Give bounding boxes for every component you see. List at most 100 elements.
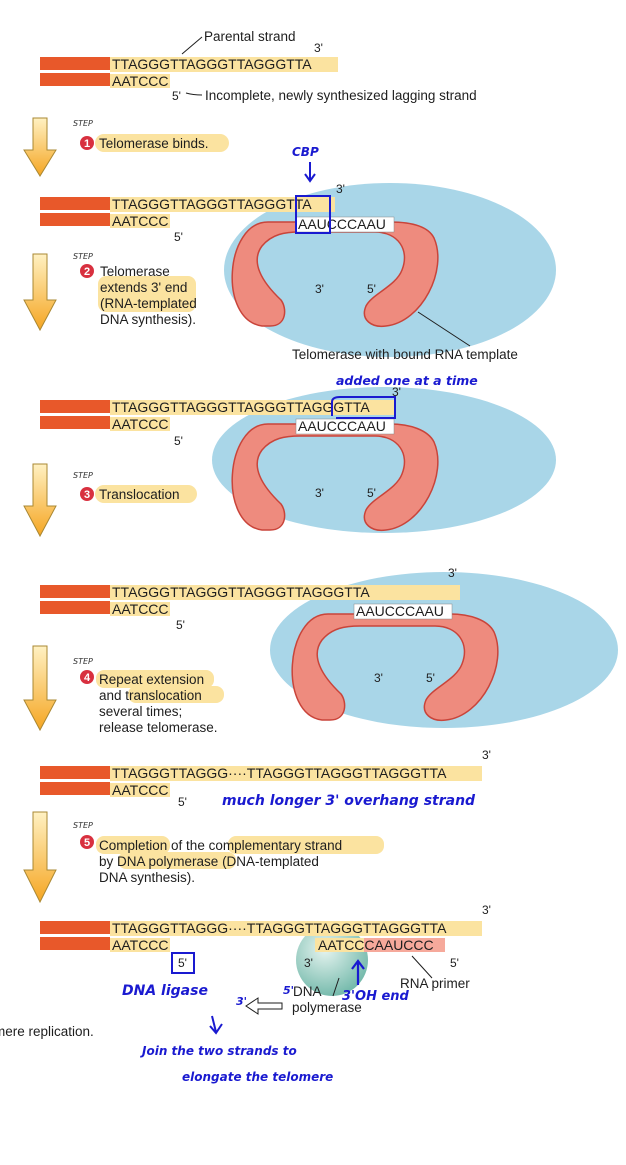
step-5-line-2: by DNA polymerase (DNA-templated (99, 854, 319, 869)
lagging-strand-sequence: AATCCC (112, 601, 169, 617)
step-4-line-1: Repeat extension (99, 672, 204, 687)
step-4-line-3: several times; (99, 704, 182, 719)
sequence-highlight (110, 417, 170, 431)
annotation-arrow-icon (351, 959, 365, 985)
dna-bar (40, 57, 110, 70)
extended-strand-sequence: TTAGGGTTAGGGTTAGGGTTAGGGTTA (112, 584, 370, 600)
stage-6: TTAGGGTTAGGG····TTAGGGTTAGGGTTAGGGTTA AA… (0, 903, 491, 1084)
step-3-text: Translocation (99, 487, 180, 502)
left-arrow-icon (245, 997, 283, 1015)
step-number: 3 (84, 489, 90, 501)
step-number: 5 (84, 837, 90, 849)
rna-three-prime: 3' (315, 282, 324, 296)
rna-primer-highlight (364, 938, 445, 952)
step-highlight (128, 686, 224, 703)
rna-three-prime: 3' (374, 671, 383, 685)
step-number: 2 (84, 266, 90, 278)
step-number: 1 (84, 138, 90, 150)
rna-primer-label: RNA primer (400, 976, 470, 991)
dna-bar (40, 73, 110, 86)
step-highlight (228, 836, 384, 854)
step-highlight (96, 670, 214, 688)
step-number-badge (80, 670, 94, 684)
stage-4: TTAGGGTTAGGGTTAGGGTTAGGGTTA AATCCC 3' 5'… (40, 566, 618, 728)
handwritten-added-note: added one at a time (336, 373, 478, 388)
handwritten-cbp: CBP (292, 145, 319, 159)
dna-bar (40, 197, 110, 210)
sequence-highlight (110, 602, 170, 616)
stage-5: TTAGGGTTAGGG····TTAGGGTTAGGGTTAGGGTTA AA… (40, 748, 491, 809)
step-word: STEP (73, 252, 93, 261)
rna-three-prime: 3' (315, 486, 324, 500)
sequence-highlight (110, 214, 170, 228)
annotation-arrow-icon (304, 162, 316, 183)
five-prime-label: 5' (178, 956, 187, 970)
step-number-badge (80, 264, 94, 278)
rna-template-sequence: AAUCCCAAU (356, 603, 444, 619)
stage-1: TTAGGGTTAGGGTTAGGGTTA AATCCC Parental st… (40, 29, 477, 103)
step-5-line-1: Completion of the complementary strand (99, 838, 342, 853)
rna-five-prime: 5' (426, 671, 435, 685)
five-prime-label: 5' (172, 89, 181, 103)
rna-five-prime: 5' (367, 282, 376, 296)
dna-bar (40, 601, 110, 614)
annotation-box (171, 952, 195, 974)
step-number-badge (80, 487, 94, 501)
dna-bar (40, 585, 110, 598)
lagging-strand-label: Incomplete, newly synthesized lagging st… (205, 88, 477, 103)
step-highlight (118, 852, 236, 869)
stage-3: TTAGGGTTAGGGTTAGGGTTAGGGTTA AATCCC 3' 5'… (40, 373, 556, 533)
dna-bar (40, 766, 110, 779)
extended-strand-sequence: TTAGGGTTAGGG····TTAGGGTTAGGGTTAGGGTTA (112, 765, 447, 781)
step-word: STEP (73, 821, 93, 830)
leader-line (185, 92, 203, 96)
step-number-badge (80, 835, 94, 849)
handwritten-join-line-2: elongate the telomere (182, 1070, 333, 1084)
rna-template-sequence: AAUCCCAAU (298, 216, 386, 232)
lagging-strand-sequence: AATCCC (112, 937, 169, 953)
step-2-line-3: (RNA-templated (100, 296, 197, 311)
handwritten-three-prime: 3' (236, 995, 247, 1008)
step-2-line-2: extends 3' end (100, 280, 187, 295)
parental-strand-sequence: TTAGGGTTAGGGTTAGGGTTA (112, 56, 312, 72)
caption-fragment: mere replication. (0, 1024, 94, 1039)
dna-bar (40, 937, 110, 950)
step-highlight (95, 134, 229, 152)
dna-bar (40, 416, 110, 429)
parental-strand-sequence: TTAGGGTTAGGGTTAGGGTTA (112, 196, 312, 212)
step-4-line-2: and translocation (99, 688, 202, 703)
leader-line (417, 311, 471, 347)
handwritten-five-prime: 5' (283, 984, 294, 997)
dna-bar (40, 400, 110, 413)
step-3: STEP 3 Translocation (23, 463, 197, 538)
dna-bar (40, 782, 110, 795)
annotation-arrow-icon (209, 1015, 223, 1035)
step-number-badge (80, 136, 94, 150)
dna-bar (40, 213, 110, 226)
step-word: STEP (73, 471, 93, 480)
three-prime-label: 3' (336, 182, 345, 196)
sequence-highlight (110, 938, 170, 952)
dna-bar (40, 921, 110, 934)
five-prime-label: 5' (174, 434, 183, 448)
lagging-strand-sequence: AATCCC (112, 416, 169, 432)
step-word: STEP (73, 657, 93, 666)
three-prime-label: 3' (482, 903, 491, 917)
handwritten-overhang-note: much longer 3' overhang strand (222, 793, 476, 809)
step-2-line-4: DNA synthesis). (100, 312, 196, 327)
rna-template-box (353, 603, 453, 620)
three-prime-label: 3' (448, 566, 457, 580)
rna-template-loop (291, 613, 499, 722)
handwritten-join-line-1: Join the two strands to (140, 1044, 297, 1058)
three-prime-label: 3' (482, 748, 491, 762)
rna-template-sequence: AAUCCCAAU (298, 418, 386, 434)
step-1: STEP 1 Telomerase binds. (23, 117, 229, 177)
down-arrow-icon (23, 117, 57, 177)
five-prime-label: 5' (174, 230, 183, 244)
sequence-highlight (110, 197, 335, 212)
leader-line (332, 977, 340, 997)
step-word: STEP (73, 119, 93, 128)
step-highlight (98, 276, 196, 312)
lagging-strand-sequence: AATCCC (112, 213, 169, 229)
